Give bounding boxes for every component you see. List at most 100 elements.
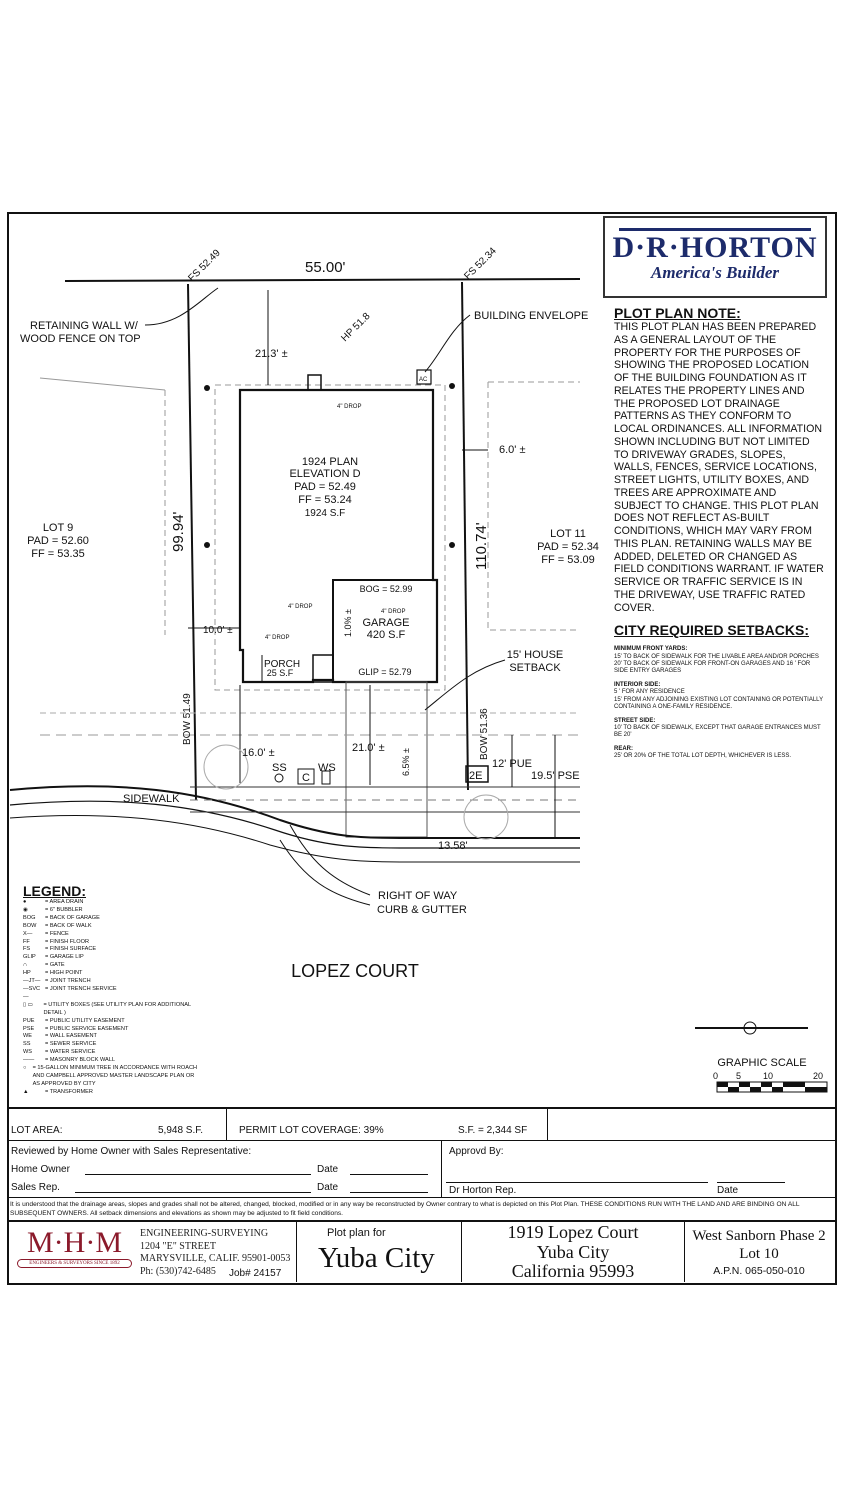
drop-label: 4" DROP xyxy=(265,635,289,641)
driveway-slope: 6.5% ± xyxy=(401,748,411,776)
legend-label: = UTILITY BOXES (SEE UTILITY PLAN FOR AD… xyxy=(43,1001,191,1016)
lot9-ff: FF = 53.35 xyxy=(31,548,85,560)
bog-elevation: BOG = 52.99 xyxy=(360,584,413,594)
address-line: 1919 Lopez Court xyxy=(507,1222,639,1242)
legend-label: = PUBLIC UTILITY EASEMENT xyxy=(45,1017,125,1024)
legend-symbol: ○ xyxy=(23,1065,27,1072)
legend-item: FF= FINISH FLOOR xyxy=(23,939,203,947)
curb-line xyxy=(9,785,580,839)
legend-symbol: —SVC— xyxy=(23,985,41,1000)
lot-area-label: LOT AREA: xyxy=(11,1125,63,1136)
address-line: California 95993 xyxy=(511,1261,635,1281)
legend-symbol: ● xyxy=(23,899,27,905)
ac-label: AC xyxy=(419,377,428,383)
setback-heading: Minimum front yards: xyxy=(614,646,688,653)
setback-heading: Street side: xyxy=(614,717,656,724)
mhm-logo-sub: ENGINEERS & SURVEYORS SINCE 1892 xyxy=(17,1259,132,1268)
ac-unit xyxy=(416,369,432,385)
right-side-dim: 6.0' ± xyxy=(499,444,526,456)
glip-elevation: GLIP = 52.79 xyxy=(358,667,411,677)
legend-item: BOG= BACK OF GARAGE xyxy=(23,915,203,923)
dr-horton-signature-field[interactable] xyxy=(446,1172,708,1183)
sales-rep-date-field[interactable] xyxy=(350,1182,428,1193)
lot11-label: LOT 11 xyxy=(550,528,586,540)
scale-tick: 5 xyxy=(736,1071,741,1081)
utility-box-c xyxy=(297,768,315,785)
legend-symbol: WS xyxy=(23,1049,33,1056)
lot-info: West Sanborn Phase 2 Lot 10 A.P.N. 065-0… xyxy=(685,1227,833,1279)
legend-label: = 6" BUBBLER xyxy=(45,906,83,913)
pue-label: 12' PUE xyxy=(492,758,532,770)
home-owner-date-field[interactable] xyxy=(350,1164,428,1175)
legend-symbol: PUE xyxy=(23,1017,35,1024)
lot11-ff: FF = 53.09 xyxy=(541,554,595,566)
legend-label: = JOINT TRENCH SERVICE xyxy=(45,985,117,992)
plot-plan-note-body: This plot plan has been prepared as a ge… xyxy=(614,321,824,614)
sewer-service-icon xyxy=(274,773,284,783)
legend-label: = TRANSFORMER xyxy=(45,1088,93,1095)
graphic-scale-title: GRAPHIC SCALE xyxy=(717,1057,806,1069)
legend: LEGEND: ● = AREA DRAIN ◉ = 6" BUBBLER BOG= B… xyxy=(23,884,203,1097)
date-label: Date xyxy=(317,1182,339,1193)
driveway-dim: 21.0' ± xyxy=(352,742,385,754)
approval-date-field[interactable] xyxy=(717,1172,785,1183)
sales-rep-signature-field[interactable] xyxy=(75,1182,311,1193)
area-drain-icon xyxy=(449,383,455,389)
frontage-dim: 13.58' xyxy=(438,840,468,852)
tree xyxy=(463,794,509,840)
retaining-wall-label: RETAINING WALL W/ xyxy=(30,320,139,332)
legend-label: = FENCE xyxy=(45,930,69,937)
house-elevation: ELEVATION D xyxy=(289,468,360,480)
bow-right: BOW 51.36 xyxy=(479,708,490,760)
legend-label: = WATER SERVICE xyxy=(45,1049,96,1056)
ss-label: SS xyxy=(272,762,287,774)
bow-left: BOW 51.49 xyxy=(182,693,193,745)
porch-sf: 25 S.F xyxy=(267,668,294,678)
job-number: Job# 24157 xyxy=(229,1268,282,1279)
building-envelope xyxy=(214,384,446,691)
legend-item: BOW= BACK OF WALK xyxy=(23,923,203,931)
lot11-pad: PAD = 52.34 xyxy=(537,541,599,553)
legend-label: = FINISH FLOOR xyxy=(45,938,89,945)
legend-item: PSE= PUBLIC SERVICE EASEMENT xyxy=(23,1026,203,1034)
legend-symbol: WE xyxy=(23,1033,33,1040)
rear-property-line xyxy=(64,278,581,282)
legend-item: X— = FENCE xyxy=(23,931,203,939)
home-owner-signature-field[interactable] xyxy=(85,1164,311,1175)
setback-line: 25' or 20% of the total lot depth, which… xyxy=(614,753,792,760)
legend-symbol: X— xyxy=(23,930,33,937)
legend-item: ▲= TRANSFORMER xyxy=(23,1089,203,1097)
legend-symbol: ∩ xyxy=(23,962,28,969)
drop-label: 4" DROP xyxy=(337,404,361,410)
mhm-logo: M·H·M ENGINEERS & SURVEYORS SINCE 1892 xyxy=(17,1227,132,1268)
setback-line: 20' to back of sidewalk for front-on gar… xyxy=(614,661,811,675)
fs-left: FS 52.49 xyxy=(186,247,223,284)
legend-label: = GARAGE LIP xyxy=(45,954,84,961)
firm-line: 1204 "E" STREET xyxy=(140,1240,216,1252)
right-depth-dim: 110.74' xyxy=(473,522,490,570)
legend-symbol: GLIP xyxy=(23,954,36,961)
area-drain-icon xyxy=(204,542,210,548)
house-pad: PAD = 52.49 xyxy=(294,481,356,493)
legend-symbol: SS xyxy=(23,1041,31,1048)
garage-label: GARAGE xyxy=(362,617,409,629)
legend-symbol: FS xyxy=(23,946,31,953)
dr-horton-logo: D·R·HORTON America's Builder xyxy=(603,216,827,298)
setbacks-list: Minimum front yards: 15' to back of side… xyxy=(614,646,824,760)
legend-label: = HIGH POINT xyxy=(45,970,83,977)
legend-label: = AREA DRAIN xyxy=(45,899,84,905)
logo-tagline: America's Builder xyxy=(651,263,779,282)
plot-plan-for-label: Plot plan for xyxy=(327,1227,386,1239)
coverage-sf: S.F. = 2,344 SF xyxy=(458,1125,528,1136)
house-setback-label: SETBACK xyxy=(509,662,561,674)
area-drain-icon xyxy=(449,542,455,548)
legend-title: LEGEND: xyxy=(23,883,86,899)
right-property-line xyxy=(461,281,469,791)
high-point: HP 51.8 xyxy=(339,311,373,345)
retaining-wall-label: WOOD FENCE ON TOP xyxy=(20,333,141,345)
legend-item: FS= FINISH SURFACE xyxy=(23,946,203,954)
setback-line: 15' to back of sidewalk for the livable … xyxy=(614,653,819,660)
porch-step xyxy=(312,654,334,683)
legend-symbol: ◉ xyxy=(23,906,28,913)
legend-symbol: ▯ ▭ xyxy=(23,1001,33,1008)
